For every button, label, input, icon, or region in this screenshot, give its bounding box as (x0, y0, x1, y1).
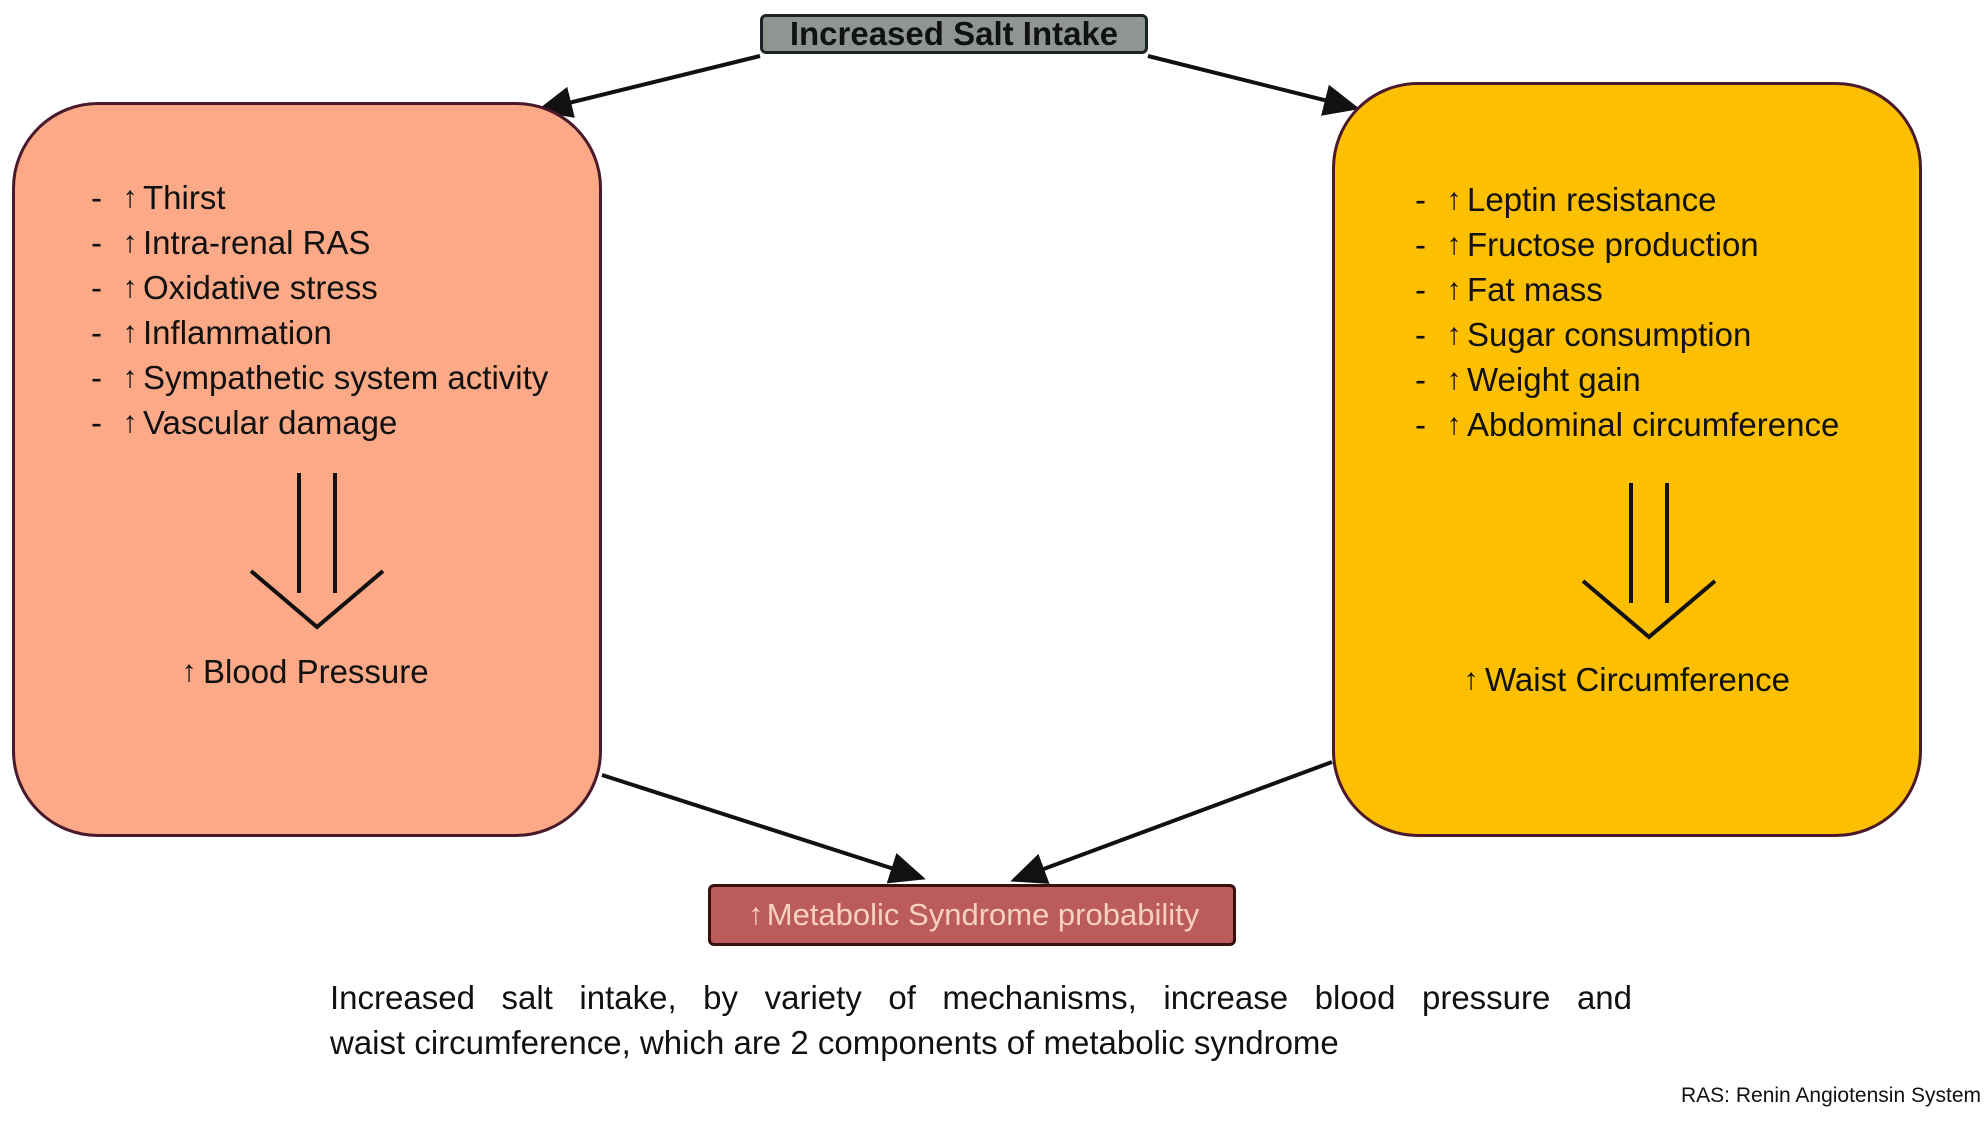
list-item: -↑Fructose production (1415, 222, 1839, 267)
blood-pressure-outcome: ↑ Blood Pressure (175, 653, 429, 691)
increased-salt-intake-label: Increased Salt Intake (789, 15, 1119, 52)
waist-circumference-outcome: ↑ Waist Circumference (1457, 661, 1791, 699)
arrow-salt-to-right-panel (1147, 54, 1360, 116)
arrow-right-panel-to-syndrome (1010, 760, 1333, 884)
list-item: -↑Abdominal circumference (1415, 402, 1839, 447)
blood-pressure-label: Blood Pressure (203, 653, 429, 690)
up-arrow-icon: ↑ (122, 406, 138, 439)
up-arrow-icon: ↑ (122, 271, 138, 304)
blood-pressure-mechanisms-panel: -↑Thirst -↑Intra-renal RAS -↑Oxidative s… (12, 102, 602, 837)
caption-line-1: Increased salt intake, by variety of mec… (330, 979, 1632, 1016)
double-down-arrow-icon (249, 473, 385, 630)
up-arrow-icon: ↑ (1446, 273, 1462, 306)
arrow-left-panel-to-syndrome (601, 773, 926, 884)
arrow-salt-to-left-panel (536, 54, 761, 118)
list-item: -↑Intra-renal RAS (91, 220, 548, 265)
waist-circumference-label: Waist Circumference (1485, 661, 1791, 698)
up-arrow-icon: ↑ (1446, 408, 1462, 441)
list-item: -↑Fat mass (1415, 267, 1839, 312)
up-arrow-icon: ↑ (1446, 363, 1462, 396)
metabolic-syndrome-label: Metabolic Syndrome probability (766, 897, 1200, 932)
up-arrow-icon: ↑ (1446, 228, 1462, 261)
list-item: -↑Thirst (91, 175, 548, 220)
up-arrow-icon: ↑ (1446, 318, 1462, 351)
blood-pressure-mechanism-list: -↑Thirst -↑Intra-renal RAS -↑Oxidative s… (91, 175, 548, 445)
figure-caption: Increased salt intake, by variety of mec… (330, 975, 1632, 1065)
list-item: -↑Vascular damage (91, 400, 548, 445)
list-item: -↑Sugar consumption (1415, 312, 1839, 357)
up-arrow-icon: ↑ (122, 361, 138, 394)
up-arrow-icon: ↑ (748, 898, 764, 931)
waist-circumference-mechanism-list: -↑Leptin resistance -↑Fructose productio… (1415, 177, 1839, 447)
double-down-arrow-icon (1581, 483, 1717, 640)
up-arrow-icon: ↑ (1463, 663, 1479, 696)
up-arrow-icon: ↑ (122, 316, 138, 349)
list-item: -↑Leptin resistance (1415, 177, 1839, 222)
list-item: -↑Oxidative stress (91, 265, 548, 310)
increased-salt-intake-box: Increased Salt Intake (760, 14, 1148, 54)
caption-line-2: waist circumference, which are 2 compone… (330, 1024, 1339, 1061)
list-item: -↑Inflammation (91, 310, 548, 355)
metabolic-syndrome-box: ↑ Metabolic Syndrome probability (708, 884, 1236, 946)
up-arrow-icon: ↑ (181, 655, 197, 688)
list-item: -↑Sympathetic system activity (91, 355, 548, 400)
up-arrow-icon: ↑ (1446, 183, 1462, 216)
up-arrow-icon: ↑ (122, 226, 138, 259)
list-item: -↑Weight gain (1415, 357, 1839, 402)
waist-circumference-mechanisms-panel: -↑Leptin resistance -↑Fructose productio… (1332, 82, 1922, 837)
up-arrow-icon: ↑ (122, 181, 138, 214)
abbreviation-footnote: RAS: Renin Angiotensin System (1681, 1084, 1981, 1107)
